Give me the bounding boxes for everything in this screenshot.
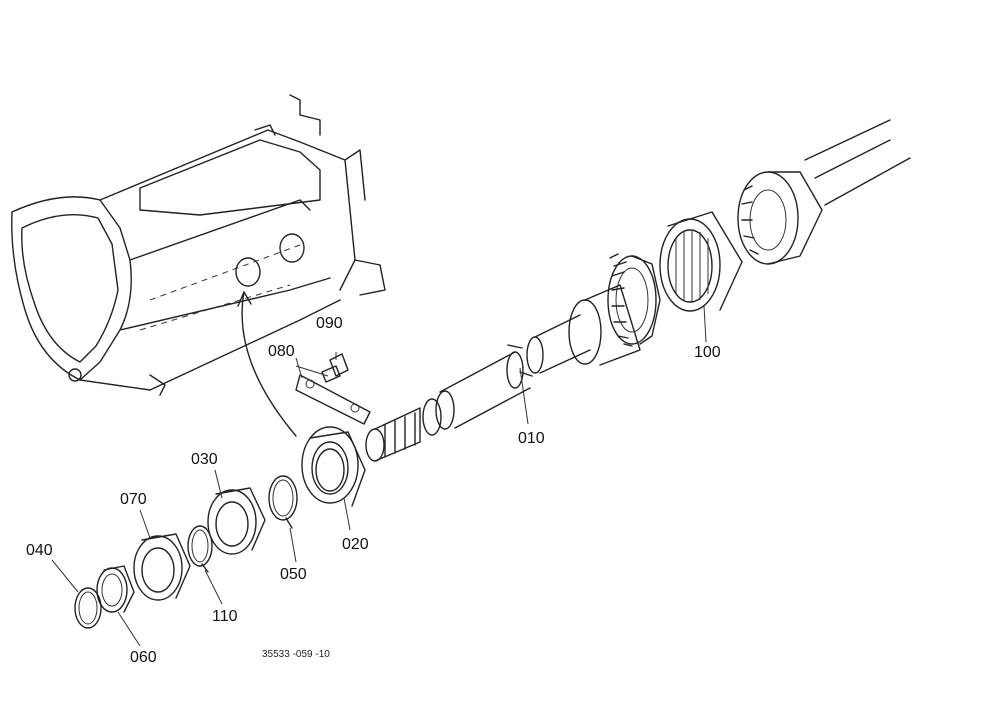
bolt-090 [295, 353, 349, 383]
callout-020: 020 [342, 536, 369, 553]
callout-050: 050 [280, 566, 307, 583]
shaft-010 [365, 284, 641, 462]
callout-010: 010 [518, 430, 545, 447]
figure-reference: 35533 -059 -10 [262, 649, 330, 660]
rear-shaft [804, 119, 911, 206]
bearing-020 [301, 426, 366, 507]
coupling-100 [659, 211, 743, 312]
assembly-arrow [237, 291, 297, 437]
callout-090: 090 [316, 315, 343, 332]
callout-040: 040 [26, 542, 53, 559]
callout-080: 080 [268, 343, 295, 360]
callout-100: 100 [694, 344, 721, 361]
leader-lines [51, 305, 707, 647]
circlip-050 [268, 475, 298, 529]
bearing-070 [133, 533, 191, 601]
drive-gear [607, 253, 661, 347]
callout-030: 030 [191, 451, 218, 468]
callout-070: 070 [120, 491, 147, 508]
rear-gear [737, 171, 823, 265]
circlip-040 [74, 587, 102, 629]
bracket-080 [295, 374, 371, 425]
transmission-housing [11, 94, 386, 396]
collar-060 [96, 565, 135, 613]
circlip-110 [187, 525, 213, 573]
callout-060: 060 [130, 649, 157, 666]
callout-110: 110 [212, 608, 238, 625]
bearing-030 [207, 487, 266, 555]
